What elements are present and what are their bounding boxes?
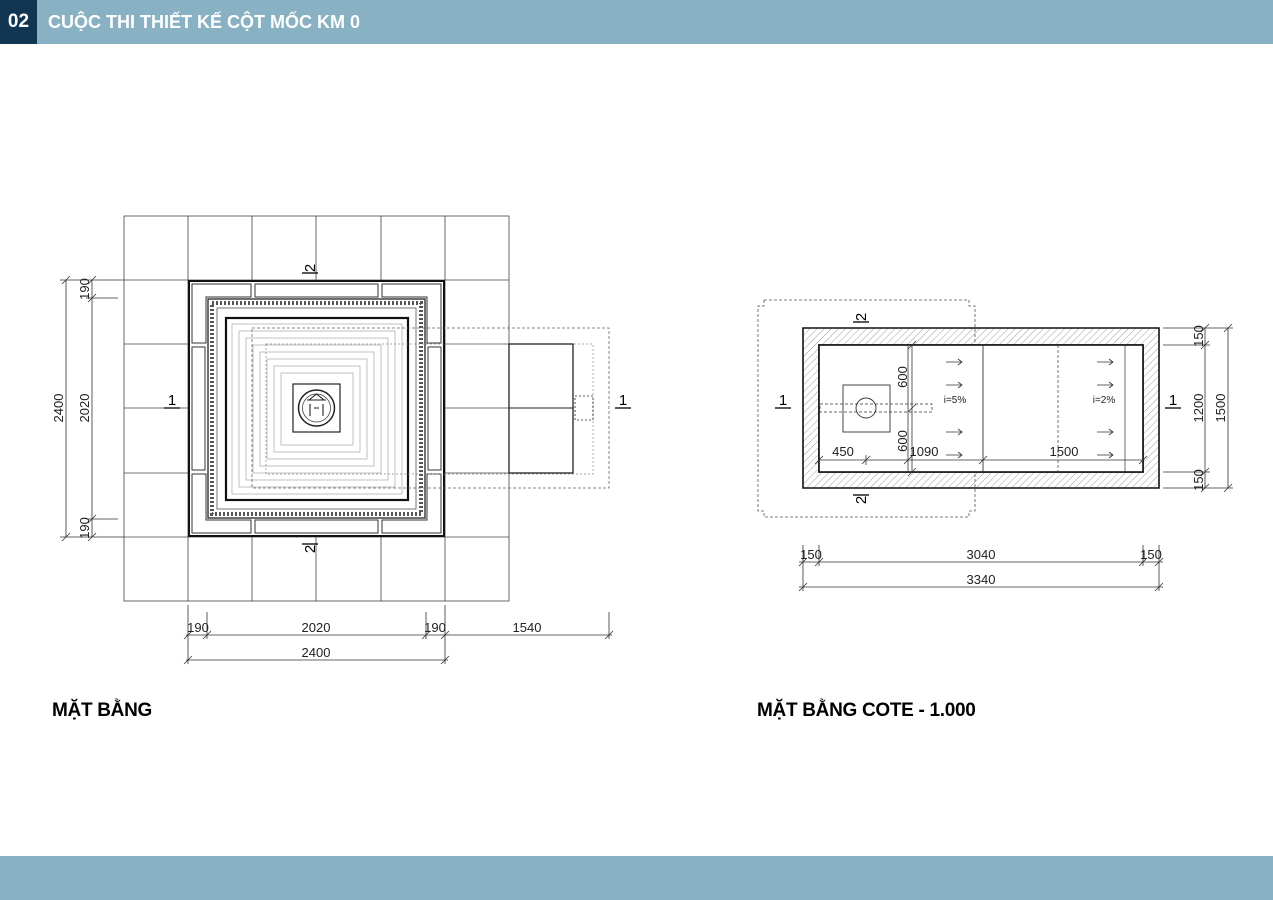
dim-bottom-total: 2400 — [302, 645, 331, 660]
left-plan — [60, 215, 631, 665]
section-mark-right: 1 — [619, 392, 627, 409]
dim-rb-2: 3040 — [967, 547, 996, 562]
page-title: CUỘC THI THIẾT KẾ CỘT MỐC KM 0 — [48, 12, 360, 32]
caption-plan: MẶT BẰNG — [52, 700, 152, 721]
right-plan — [757, 299, 1233, 592]
right-section-markers — [775, 321, 1181, 496]
dim-right-top: 150 — [1191, 325, 1206, 347]
dim-bottom-2: 2020 — [302, 620, 331, 635]
caption-basement-plan: MẶT BẰNG COTE - 1.000 — [757, 700, 976, 721]
page-number: 02 — [0, 0, 37, 44]
dim-right-mid: 1200 — [1191, 394, 1206, 423]
dim-left-bottom: 190 — [77, 517, 92, 539]
section-mark-left: 1 — [168, 392, 176, 409]
dim-left-total: 2400 — [51, 394, 66, 423]
inner-dimensions — [814, 340, 1148, 477]
left-section-markers — [164, 272, 631, 545]
slope-label-1: i=5% — [944, 395, 967, 406]
r-section-mark-left: 1 — [779, 392, 787, 409]
slope-label-2: i=2% — [1093, 395, 1116, 406]
section-mark-bottom: 2 — [302, 545, 319, 553]
footer-bar — [0, 856, 1273, 900]
dim-inner-v-top: 600 — [895, 366, 910, 388]
header-bar: 02 CUỘC THI THIẾT KẾ CỘT MỐC KM 0 — [0, 0, 1273, 44]
dim-left-top: 190 — [77, 278, 92, 300]
dim-inner-3: 1500 — [1050, 444, 1079, 459]
side-kiosk — [508, 343, 594, 474]
dim-inner-1: 450 — [832, 444, 854, 459]
section-mark-top: 2 — [302, 264, 319, 272]
dim-bottom-3: 190 — [424, 620, 446, 635]
above-outline — [757, 299, 976, 518]
dim-right-total: 1500 — [1213, 394, 1228, 423]
flow-arrows — [946, 358, 1114, 459]
r-section-mark-top: 2 — [853, 313, 870, 321]
dim-inner-2: 1090 — [910, 444, 939, 459]
right-dimensions — [1163, 323, 1233, 493]
r-section-mark-bottom: 2 — [853, 496, 870, 504]
monument-base — [188, 280, 445, 537]
dim-rb-3: 150 — [1140, 547, 1162, 562]
dim-left-mid: 2020 — [77, 394, 92, 423]
r-section-mark-right: 1 — [1169, 392, 1177, 409]
dim-rb-total: 3340 — [967, 572, 996, 587]
bottom-dimensions — [183, 605, 614, 665]
dim-right-bottom: 150 — [1191, 469, 1206, 491]
dim-bottom-1: 190 — [187, 620, 209, 635]
dim-rb-1: 150 — [800, 547, 822, 562]
dim-bottom-4: 1540 — [513, 620, 542, 635]
right-bottom-dimensions — [798, 545, 1164, 592]
left-dimensions — [60, 275, 124, 542]
dim-inner-v-bottom: 600 — [895, 430, 910, 452]
basement-outline — [251, 327, 610, 489]
